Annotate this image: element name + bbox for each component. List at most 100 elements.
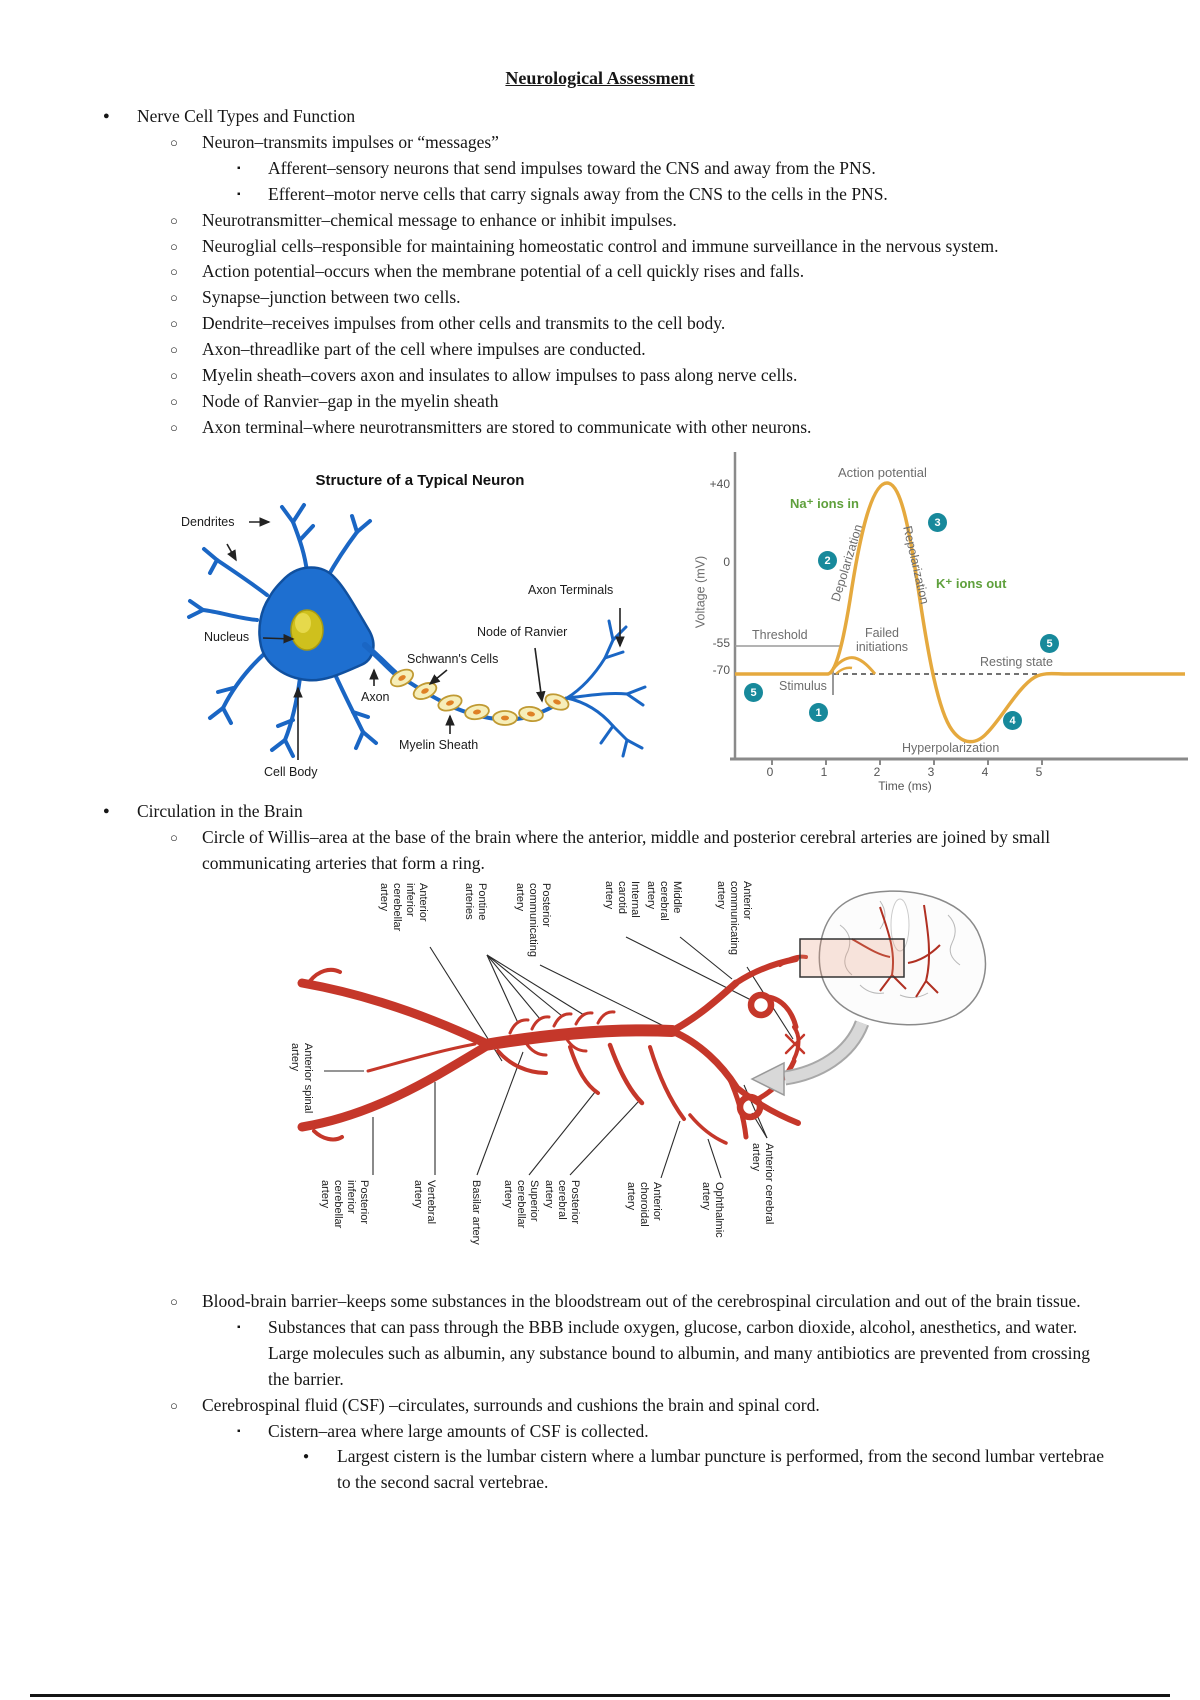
action-potential-plot-art <box>730 452 1188 765</box>
bullet-item-circle-of-willis: ○Circle of Willis–area at the base of th… <box>170 826 1051 873</box>
bullet-marker: ○ <box>170 342 178 358</box>
artery-label-posterior-communicating: Posterior communicating artery <box>513 883 552 957</box>
bullet-marker: ○ <box>170 212 178 228</box>
hyperpolarization-label: Hyperpolarization <box>902 741 1000 755</box>
bullet-item-myelin: ○Myelin sheath–covers axon and insulates… <box>0 363 1112 389</box>
bullet-item-node: ○Node of Ranvier–gap in the myelin sheat… <box>0 389 1112 415</box>
bullet-marker: ○ <box>170 393 178 409</box>
failed-initiations-label: Failed initiations <box>855 626 909 655</box>
outline-top: ●Nerve Cell Types and Function ○Neuron–t… <box>0 104 1112 441</box>
bullet-item-efferent: ▪Efferent–motor nerve cells that carry s… <box>0 182 1112 208</box>
x-tick: 2 <box>873 765 881 779</box>
outline-circulation: ●Circulation in the Brain ○Circle of Wil… <box>0 799 1112 877</box>
bullet-marker: ○ <box>170 829 178 845</box>
stage-marker-5-right: 5 <box>1040 634 1059 653</box>
bullet-marker: ○ <box>170 238 178 254</box>
bullet-marker: ○ <box>170 134 178 150</box>
cell-body-label: Cell Body <box>264 765 318 779</box>
nucleus-label: Nucleus <box>204 630 250 644</box>
x-tick: 1 <box>820 765 828 779</box>
bullet-item-bbb: ○Blood-brain barrier–keeps some substanc… <box>0 1289 1112 1315</box>
bullet-marker: ○ <box>170 264 178 280</box>
bullet-item-largest-cistern: ●Largest cistern is the lumbar cistern w… <box>303 1446 1104 1493</box>
neuron-diagram-art <box>187 503 647 760</box>
y-tick: -70 <box>712 663 730 677</box>
circle-of-willis-art <box>297 890 987 1179</box>
stimulus-label: Stimulus <box>779 679 827 693</box>
bullet-item-cistern: ▪Cistern–area where large amounts of CSF… <box>0 1419 1112 1445</box>
stage-marker-2: 2 <box>818 551 837 570</box>
bottom-rule <box>30 1694 1170 1697</box>
axon-label: Axon <box>361 690 390 704</box>
action-potential-label: Action potential <box>838 465 927 480</box>
bullet-marker: ● <box>103 110 110 122</box>
artery-label-internal-carotid: Internal carotid artery <box>602 881 641 918</box>
k-ions-label: K⁺ ions out <box>936 576 1007 591</box>
bullet-marker: ▪ <box>237 1425 241 1437</box>
brain-inset <box>750 890 987 1097</box>
artery-label-anterior-inferior-cerebellar: Anterior inferior cerebellar artery <box>377 883 429 932</box>
y-tick: -55 <box>712 636 730 650</box>
bullet-item-neurotransmitter: ○Neurotransmitter–chemical message to en… <box>0 208 1112 234</box>
bullet-marker: ○ <box>170 316 178 332</box>
artery-label-ophthalmic: Ophthalmic artery <box>699 1182 725 1238</box>
bullet-marker: ○ <box>170 1397 178 1413</box>
artery-label-anterior-choroidal: Anterior choroidal artery <box>624 1182 663 1227</box>
artery-label-anterior-cerebral: Anterior cerebral artery <box>749 1143 775 1225</box>
bullet-item-synapse: ○Synapse–junction between two cells. <box>0 285 1112 311</box>
artery-label-anterior-spinal: Anterior spinal artery <box>288 1043 314 1114</box>
bullet-item-circulation-header: ●Circulation in the Brain <box>0 799 1112 825</box>
axon-terminals-shape <box>565 619 647 758</box>
artery-label-posterior-cerebral: Posterior cerebral artery <box>542 1180 581 1225</box>
artery-label-basilar: Basilar artery <box>469 1180 482 1245</box>
axon-terminals-label: Axon Terminals <box>528 583 614 597</box>
artery-label-posterior-inferior-cerebellar: Posterior inferior cerebellar artery <box>318 1180 370 1229</box>
bullet-marker: ○ <box>170 290 178 306</box>
stage-marker-5-left: 5 <box>744 683 763 702</box>
na-ions-label: Na⁺ ions in <box>790 496 859 511</box>
node-of-ranvier-label: Node of Ranvier <box>477 625 568 639</box>
neuron-figure: Structure of a Typical Neuron Dendrites … <box>165 460 680 795</box>
bullet-item-neuroglial: ○Neuroglial cells–responsible for mainta… <box>0 234 1112 260</box>
stage-marker-3: 3 <box>928 513 947 532</box>
bullet-item-bbb-substances: ▪Substances that can pass through the BB… <box>237 1316 1090 1389</box>
outline-bottom: ○Blood-brain barrier–keeps some substanc… <box>0 1289 1112 1496</box>
resting-state-label: Resting state <box>980 655 1053 669</box>
artery-label-pontine: Pontine arteries <box>462 883 488 921</box>
neuron-figure-title: Structure of a Typical Neuron <box>315 472 525 489</box>
bullet-item-afferent: ▪Afferent–sensory neurons that send impu… <box>0 156 1112 182</box>
page-title: Neurological Assessment <box>505 68 695 88</box>
stage-marker-1: 1 <box>809 703 828 722</box>
x-axis-title: Time (ms) <box>878 779 932 793</box>
schwanns-cells-label: Schwann's Cells <box>407 652 499 666</box>
bullet-item-axon: ○Axon–threadlike part of the cell where … <box>0 337 1112 363</box>
x-tick: 5 <box>1035 765 1043 779</box>
threshold-label: Threshold <box>752 628 808 642</box>
bullet-item-axon-terminal: ○Axon terminal–where neurotransmitters a… <box>0 415 1112 441</box>
bullet-item-nerve-header: ●Nerve Cell Types and Function <box>0 104 1112 130</box>
action-potential-graph: Action potential Na⁺ ions in K⁺ ions out… <box>680 415 1195 800</box>
bullet-item-dendrite: ○Dendrite–receives impulses from other c… <box>0 311 1112 337</box>
myelin-sheath-shapes <box>390 668 570 726</box>
stage-marker-4: 4 <box>1003 711 1022 730</box>
y-tick: 0 <box>723 555 730 569</box>
artery-label-superior-cerebellar: Superior cerebellar artery <box>501 1180 540 1229</box>
myelin-sheath-label: Myelin Sheath <box>399 738 479 752</box>
x-tick: 4 <box>981 765 989 779</box>
x-tick: 3 <box>927 765 935 779</box>
bullet-marker: ○ <box>170 368 178 384</box>
x-tick: 0 <box>766 765 774 779</box>
bullet-marker: ● <box>103 805 110 817</box>
membrane-potential-curve <box>735 481 1185 744</box>
bullet-marker: ○ <box>170 419 178 435</box>
y-tick: +40 <box>709 477 730 491</box>
artery-label-vertebral: Vertebral artery <box>411 1180 437 1225</box>
bullet-marker: ▪ <box>237 1321 241 1333</box>
bullet-item-csf: ○Cerebrospinal fluid (CSF) –circulates, … <box>0 1393 1112 1419</box>
bullet-marker: ○ <box>170 1294 178 1309</box>
bullet-marker: ▪ <box>237 188 241 200</box>
bullet-item-neuron: ○Neuron–transmits impulses or “messages” <box>0 130 1112 156</box>
dendrites-label: Dendrites <box>181 515 235 529</box>
bullet-item-action-potential: ○Action potential–occurs when the membra… <box>0 259 1112 285</box>
